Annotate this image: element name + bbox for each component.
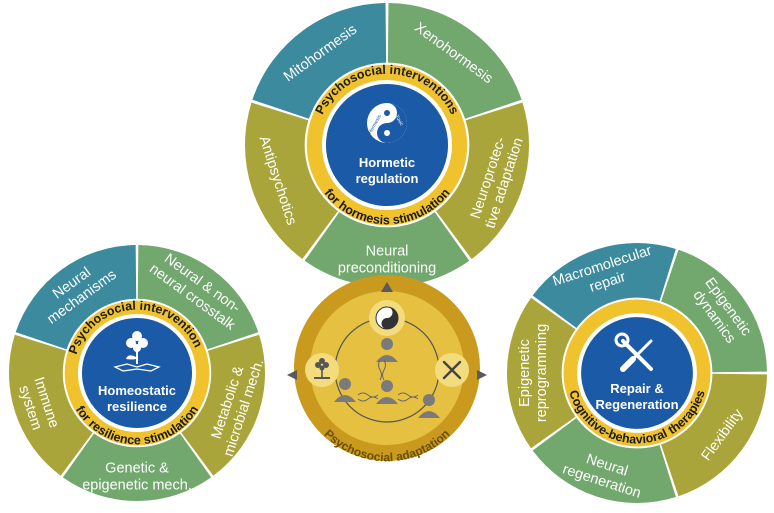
- toxic-label: Toxic: [393, 114, 404, 127]
- segment: [532, 243, 676, 329]
- center-disc: [81, 317, 193, 429]
- arrow-right-icon: [477, 370, 487, 380]
- dna-icon: [357, 359, 419, 402]
- segment: [252, 3, 387, 119]
- yin-yang-icon: [375, 306, 399, 330]
- segment: [181, 334, 265, 476]
- segment: [245, 102, 338, 260]
- center-disc: [325, 83, 449, 207]
- segment: [8, 334, 93, 476]
- segment: [506, 297, 576, 449]
- segment: [661, 373, 767, 497]
- segment: [137, 245, 259, 350]
- tools-icon: [442, 360, 462, 380]
- arrow-left-icon: [287, 370, 297, 380]
- segment: [387, 3, 522, 119]
- segment: [532, 417, 676, 503]
- arrow-up-icon: [381, 282, 393, 292]
- wrench-screwdriver-icon: [614, 332, 653, 372]
- segment: [304, 212, 470, 287]
- psychosocial-adaptation-wheel: Psychosocial adaptation: [287, 275, 487, 464]
- flower-on-cracked-ground-icon: [113, 331, 161, 372]
- flower-icon: [314, 358, 330, 379]
- segment: [62, 433, 212, 502]
- people-icon: [334, 338, 440, 418]
- center-disc: [581, 317, 693, 429]
- segment: [661, 249, 767, 373]
- wheel-inner-disc: [310, 291, 464, 445]
- segment-label: Genetic &epigenetic mech.: [82, 461, 192, 494]
- segment: [15, 245, 137, 350]
- segment-label: Epigeneticreprogramming: [517, 324, 550, 422]
- repair-regeneration-title: Repair &Regeneration: [595, 381, 678, 412]
- segment: [436, 102, 529, 260]
